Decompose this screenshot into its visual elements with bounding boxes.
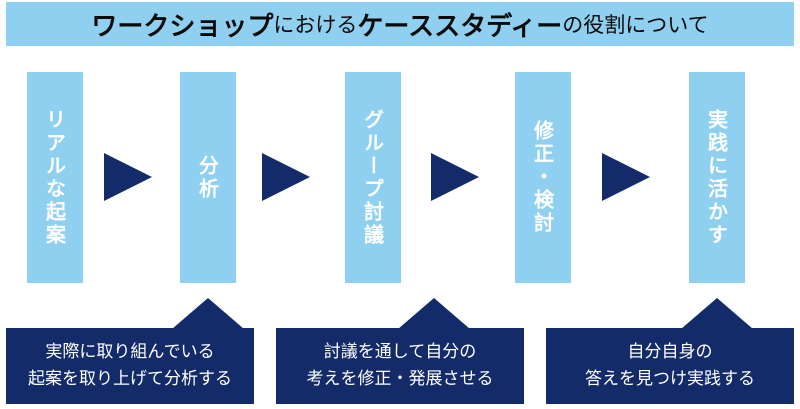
- callout-analysis: 実際に取り組んでいる 起案を取り上げて分析する: [6, 328, 254, 404]
- step-apply-in-practice: 実践に活かす: [689, 72, 745, 283]
- callout-pointer: [172, 298, 244, 329]
- callout-line: 起案を取り上げて分析する: [28, 369, 232, 389]
- callout-line: 討議を通して自分の: [323, 342, 477, 362]
- step-label: 分析: [195, 154, 220, 201]
- step-real-proposal: リアルな起案: [27, 72, 83, 283]
- title-part-case-study: ケーススタディー: [357, 11, 563, 42]
- callout-pointer: [398, 298, 470, 329]
- callout-practice: 自分自身の 答えを見つけ実践する: [546, 328, 794, 404]
- step-group-discussion: グループ討議: [345, 72, 401, 283]
- arrow-right-icon: [602, 153, 650, 201]
- step-label: グループ討議: [360, 108, 385, 247]
- title-part-workshop: ワークショップ: [91, 11, 274, 42]
- step-label: 修正・検討: [530, 120, 555, 235]
- title-part-role: の役割について: [562, 13, 709, 37]
- callout-line: 答えを見つけ実践する: [585, 369, 755, 389]
- callout-pointer: [681, 298, 753, 329]
- callout-line: 自分自身の: [627, 342, 713, 362]
- step-label: 実践に活かす: [704, 108, 729, 247]
- title-bar: ワークショップ における ケーススタディー の役割について: [6, 2, 794, 46]
- step-revise-review: 修正・検討: [515, 72, 571, 283]
- callout-line: 実際に取り組んでいる: [45, 342, 215, 362]
- arrow-right-icon: [104, 153, 152, 201]
- title-part-niokeru: における: [273, 13, 358, 37]
- callout-discussion: 討議を通して自分の 考えを修正・発展させる: [276, 328, 524, 404]
- callout-line: 考えを修正・発展させる: [306, 369, 494, 389]
- arrow-right-icon: [431, 153, 479, 201]
- step-label: リアルな起案: [42, 108, 67, 247]
- step-analysis: 分析: [180, 72, 236, 283]
- arrow-right-icon: [262, 153, 310, 201]
